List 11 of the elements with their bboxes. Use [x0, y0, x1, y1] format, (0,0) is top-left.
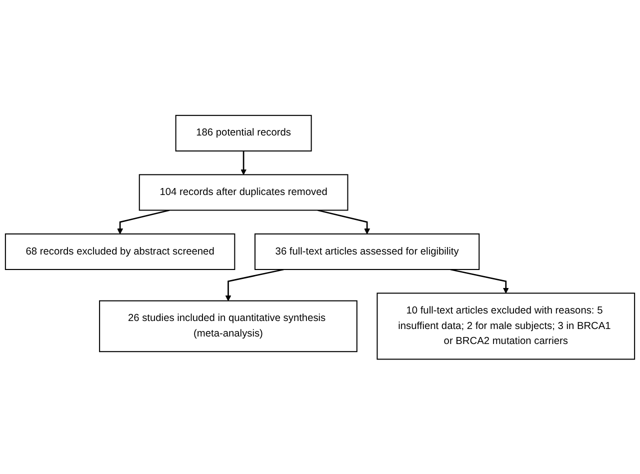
arrow: [225, 268, 284, 301]
node-box: 26 studies included in quantitative synthesis (meta-analysis): [99, 300, 358, 352]
arrow: [450, 268, 509, 294]
node-box: 104 records after duplicates removed: [138, 174, 348, 210]
node-box: 186 potential records: [175, 114, 312, 152]
arrow: [240, 150, 247, 175]
arrow: [117, 209, 170, 234]
node-box: 10 full-text articles excluded with reasons: 5 insuffient data; 2 for male subjects; 3 in BRCA1 or BRCA2 mutation carriers: [376, 292, 636, 360]
node-box: 36 full-text articles assessed for eligibility: [254, 233, 480, 270]
node-box: 68 records excluded by abstract screened: [4, 233, 236, 270]
arrow: [318, 209, 370, 234]
